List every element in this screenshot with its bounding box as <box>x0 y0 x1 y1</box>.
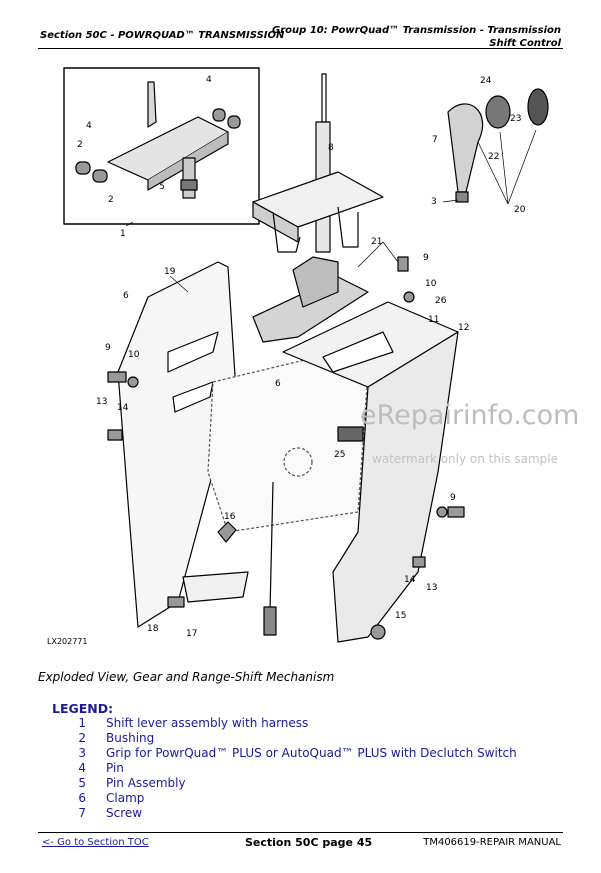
callout-20: 20 <box>514 205 526 215</box>
callout-11: 11 <box>428 315 439 325</box>
callout-19: 19 <box>164 267 176 277</box>
legend-item-label: Clamp <box>106 791 145 805</box>
watermark: eRepairinfo.com <box>360 400 580 431</box>
group-title-line1: Group 10: PowrQuad™ Transmission - Trans… <box>272 25 561 36</box>
legend-item-label: Screw <box>106 806 143 820</box>
callout-6-b: 6 <box>275 379 281 389</box>
legend-item-number: 6 <box>78 791 86 805</box>
go-to-section-toc-link[interactable]: <- Go to Section TOC <box>42 837 149 848</box>
legend-item: 6 Clamp <box>60 791 517 806</box>
legend-item-number: 2 <box>78 731 86 745</box>
callout-23: 23 <box>510 114 521 124</box>
callout-3: 3 <box>431 197 437 207</box>
lower-bracket-and-cable <box>182 481 277 636</box>
header-rule <box>38 48 563 49</box>
leader-lines <box>125 129 537 293</box>
legend-item-number: 3 <box>78 746 86 760</box>
callout-2-b: 2 <box>108 195 114 205</box>
callout-2-a: 2 <box>77 140 83 150</box>
callout-13-a: 13 <box>96 397 107 407</box>
callout-26: 26 <box>435 296 447 306</box>
legend-item-label: Shift lever assembly with harness <box>106 716 309 730</box>
callout-7: 7 <box>432 135 438 145</box>
callout-1: 1 <box>120 229 126 239</box>
footer-rule <box>38 832 563 833</box>
callout-10-a: 10 <box>128 350 140 360</box>
callout-12: 12 <box>458 323 469 333</box>
callout-10-b: 10 <box>425 279 437 289</box>
right-bracket-plate <box>282 301 459 643</box>
legend-item-label: Pin Assembly <box>106 776 186 790</box>
figure-caption: Exploded View, Gear and Range-Shift Mech… <box>38 670 335 684</box>
manual-id: TM406619-REPAIR MANUAL <box>423 837 561 848</box>
fasteners <box>107 256 465 640</box>
grip-assembly <box>447 88 549 203</box>
callout-25: 25 <box>334 450 345 460</box>
callout-24: 24 <box>480 76 492 86</box>
legend-item: 4 Pin <box>60 761 517 776</box>
inset-box <box>63 67 260 225</box>
legend-title: LEGEND: <box>52 701 114 716</box>
legend-item: 1 Shift lever assembly with harness <box>60 716 517 731</box>
figure-id-label: LX202771 <box>47 637 87 646</box>
legend-item-number: 7 <box>78 806 86 820</box>
callout-9-c: 9 <box>450 493 456 503</box>
callout-16: 16 <box>224 512 236 522</box>
group-title-line2: Shift Control <box>489 38 561 49</box>
legend-item-number: 5 <box>78 776 86 790</box>
section-title: Section 50C - POWRQUAD™ TRANSMISSION <box>40 30 285 41</box>
callout-14-b: 14 <box>404 575 416 585</box>
left-bracket-plate <box>117 261 239 628</box>
legend-item-label: Bushing <box>106 731 155 745</box>
page-number: Section 50C page 45 <box>245 836 373 849</box>
callout-18: 18 <box>147 624 159 634</box>
shift-lever <box>252 73 384 343</box>
callout-4-a: 4 <box>86 121 92 131</box>
legend-item-number: 1 <box>78 716 86 730</box>
legend-list: 1 Shift lever assembly with harness 2 Bush… <box>60 716 517 821</box>
legend-item: 2 Bushing <box>60 731 517 746</box>
callout-8: 8 <box>328 143 334 153</box>
callout-9-a: 9 <box>105 343 111 353</box>
watermark-subtext: watermark only on this sample <box>372 452 559 466</box>
legend-item: 3 Grip for PowrQuad™ PLUS or AutoQuad™ PL… <box>60 746 517 761</box>
legend-item-number: 4 <box>78 761 86 775</box>
callout-6-a: 6 <box>123 291 129 301</box>
callout-21: 21 <box>371 237 382 247</box>
callout-5: 5 <box>159 182 165 192</box>
callout-4-b: 4 <box>206 75 212 85</box>
group-title: Group 10: PowrQuad™ Transmission - Trans… <box>272 24 561 50</box>
callout-17: 17 <box>186 629 197 639</box>
callout-9-b: 9 <box>423 253 429 263</box>
callout-22: 22 <box>488 152 499 162</box>
legend-item-label: Grip for PowrQuad™ PLUS or AutoQuad™ PLU… <box>106 746 517 760</box>
callout-labels: 1 2 2 3 4 4 5 6 6 7 8 9 9 9 10 10 11 12 … <box>77 75 526 639</box>
callout-15: 15 <box>395 611 406 621</box>
exploded-view-figure: LX202771 1 2 2 3 4 4 5 6 6 7 8 9 9 9 10 … <box>47 67 549 646</box>
legend-item: 5 Pin Assembly <box>60 776 517 791</box>
inset-lever-assembly <box>75 81 241 199</box>
legend-item: 7 Screw <box>60 806 517 821</box>
callout-13-b: 13 <box>426 583 437 593</box>
legend-item-label: Pin <box>106 761 124 775</box>
transmission-housing <box>207 351 369 533</box>
callout-14-a: 14 <box>117 403 129 413</box>
